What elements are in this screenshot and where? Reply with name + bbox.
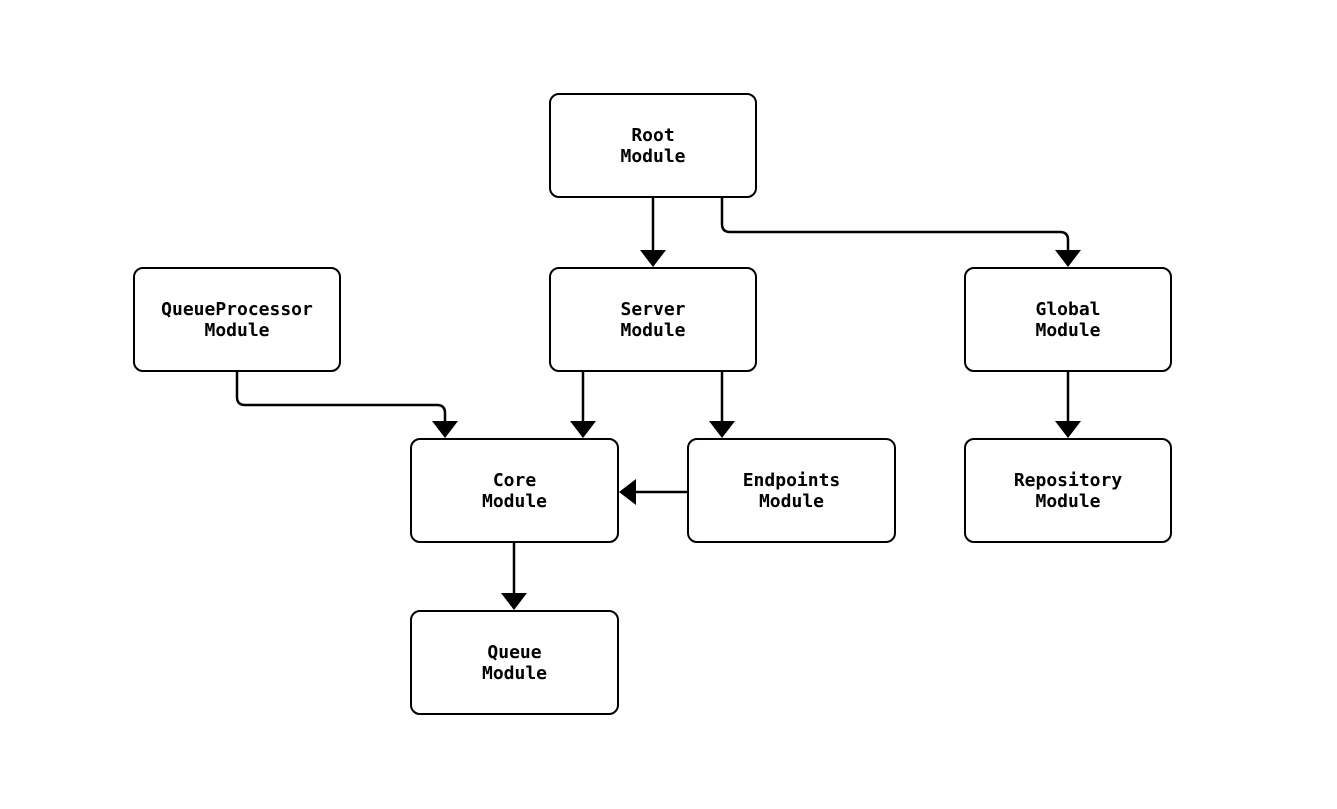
node-queueprocessor-module: QueueProcessor Module <box>133 267 341 372</box>
edge-queueprocessor-to-core <box>235 372 447 421</box>
node-server-module: Server Module <box>549 267 757 372</box>
node-queue-module: Queue Module <box>410 610 619 715</box>
node-global-module-label: Global Module <box>1035 298 1101 341</box>
node-root-module: Root Module <box>549 93 757 198</box>
node-core-module: Core Module <box>410 438 619 543</box>
node-core-module-label: Core Module <box>481 469 548 512</box>
node-root-module-label: Root Module <box>620 124 686 167</box>
node-queueprocessor-module-label: QueueProcessor Module <box>161 298 313 341</box>
node-endpoints-module: Endpoints Module <box>687 438 896 543</box>
arrowhead-queueprocessor-to-core <box>432 421 458 438</box>
node-endpoints-module-label: Endpoints Module <box>742 469 841 512</box>
arrowhead-server-to-endpoints <box>709 421 735 438</box>
node-queue-module-label: Queue Module <box>481 641 548 684</box>
arrowhead-root-to-global <box>1055 250 1081 267</box>
arrowhead-global-to-repository <box>1055 421 1081 438</box>
arrowhead-server-to-core <box>570 421 596 438</box>
node-global-module: Global Module <box>964 267 1172 372</box>
edge-root-to-global <box>720 198 1070 250</box>
node-repository-module-label: Repository Module <box>1013 469 1123 512</box>
arrowhead-root-to-server <box>640 250 666 267</box>
arrowhead-endpoints-to-core <box>619 479 636 505</box>
node-server-module-label: Server Module <box>620 298 686 341</box>
arrowhead-core-to-queue <box>501 593 527 610</box>
node-repository-module: Repository Module <box>964 438 1172 543</box>
